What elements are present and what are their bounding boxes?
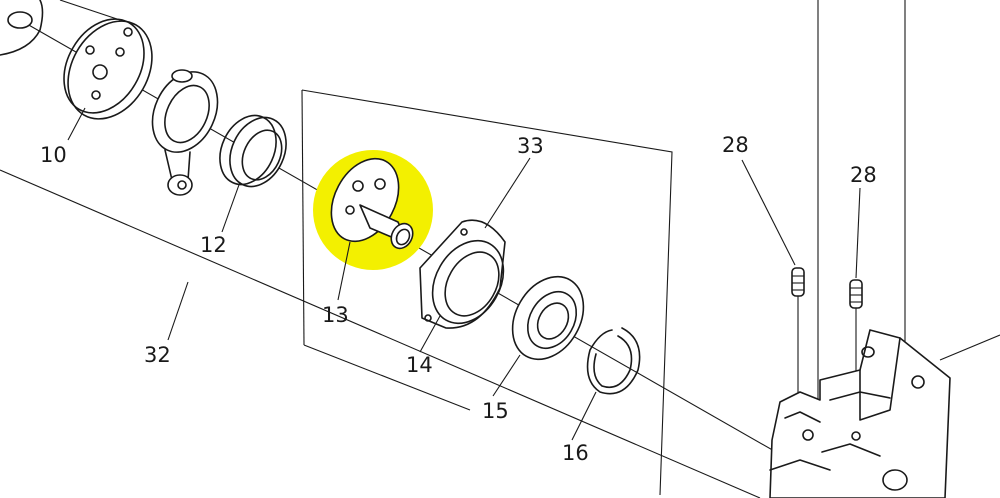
frame-casting	[769, 329, 951, 498]
callout-14: 14	[406, 353, 433, 377]
callout-10: 10	[40, 143, 67, 167]
assembly-group-32-outline	[0, 0, 761, 498]
part-10-flange-disc	[63, 18, 153, 120]
part-16-circlip	[586, 327, 641, 395]
part-top-left-partial	[0, 0, 44, 56]
callout-32: 32	[144, 343, 171, 367]
callout-33: 33	[517, 134, 544, 158]
part-12-bearing-ring	[219, 114, 287, 188]
part-14-flanged-housing	[419, 219, 506, 329]
reference-lines-right	[817, 0, 1000, 400]
leader-lines	[67, 107, 861, 441]
callout-15: 15	[482, 399, 509, 423]
part-connecting-rod	[151, 69, 219, 196]
callout-16: 16	[562, 441, 589, 465]
callout-28-left: 28	[722, 133, 749, 157]
part-15-ball-bearing	[511, 275, 585, 361]
callout-13: 13	[322, 303, 349, 327]
part-13-hub[interactable]	[318, 147, 417, 253]
part-28-pin-left	[791, 267, 805, 400]
callout-28-right: 28	[850, 163, 877, 187]
callout-12: 12	[200, 233, 227, 257]
assembly-group-33-outline	[301, 89, 673, 496]
